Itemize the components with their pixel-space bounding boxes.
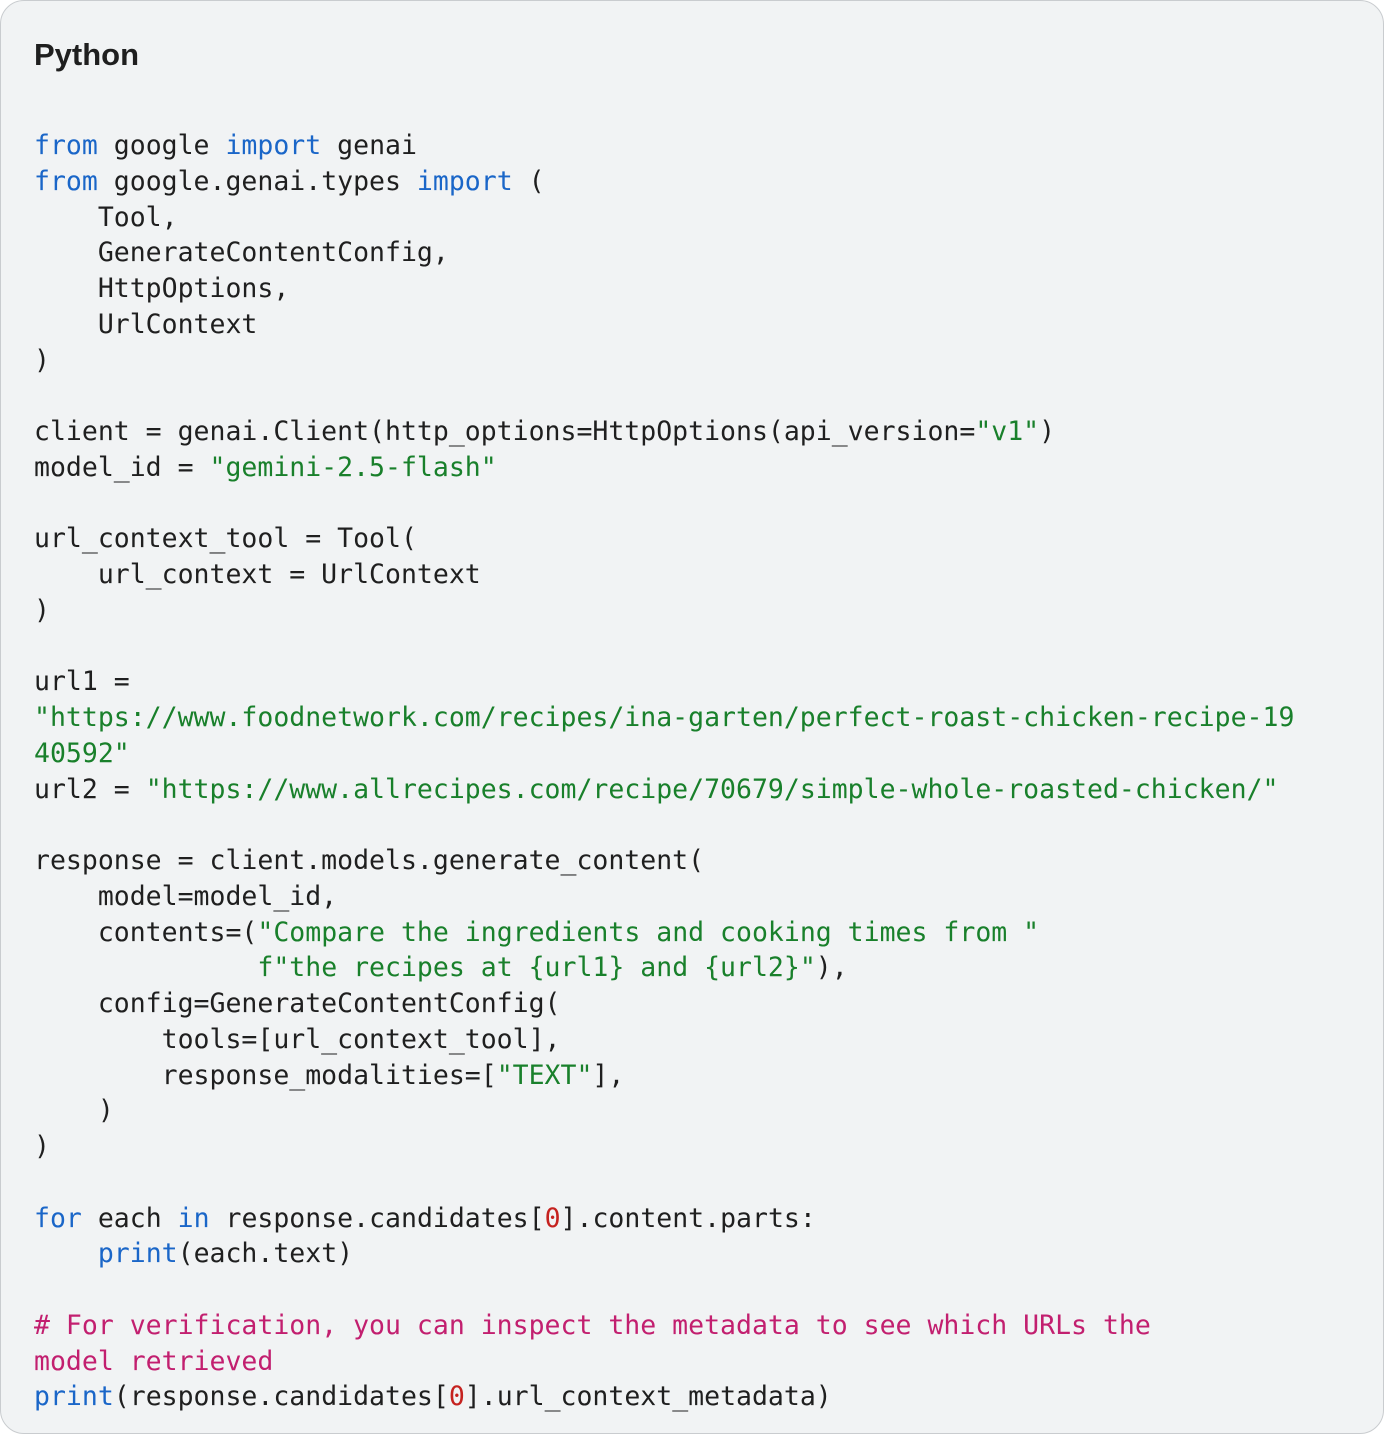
keyword-token: import: [225, 130, 322, 161]
code-line: for each in response.candidates[0].conte…: [34, 1201, 1294, 1237]
string-token: "Compare the ingredients and cooking tim…: [257, 916, 1040, 948]
code-token: Tool,: [34, 201, 178, 233]
code-line: contents=("Compare the ingredients and c…: [34, 915, 1294, 951]
code-line: ): [34, 343, 1294, 379]
code-line: response = client.models.generate_conten…: [34, 843, 1294, 879]
code-line: GenerateContentConfig,: [34, 235, 1294, 271]
code-line: UrlContext: [34, 307, 1294, 343]
code-token: ],: [592, 1059, 625, 1091]
code-line: [34, 1165, 1294, 1201]
code-token: ): [34, 1131, 50, 1162]
code-line: HttpOptions,: [34, 271, 1294, 307]
keyword-token: for: [34, 1202, 82, 1234]
code-line: Tool,: [34, 200, 1294, 236]
code-token: model=model_id,: [34, 880, 338, 912]
code-token: each: [81, 1202, 178, 1234]
code-line: model retrieved: [34, 1344, 1294, 1380]
number-token: 0: [448, 1381, 465, 1413]
code-token: url_context_tool = Tool(: [34, 523, 417, 555]
code-token: ): [34, 594, 50, 626]
string-token: "https://www.allrecipes.com/recipe/70679…: [145, 773, 1279, 805]
string-token: "TEXT": [496, 1059, 593, 1091]
code-line: url_context_tool = Tool(: [34, 521, 1294, 557]
code-token: client = genai.Client(http_options=HttpO…: [34, 416, 976, 447]
code-token: ): [34, 1095, 114, 1127]
code-token: ): [34, 344, 50, 376]
code-line: from google import genai: [34, 128, 1294, 164]
code-token: google: [97, 130, 226, 161]
code-token: HttpOptions,: [34, 273, 290, 304]
keyword-token: in: [177, 1202, 210, 1234]
code-token: contents=(: [34, 916, 258, 948]
code-token: [34, 1238, 98, 1269]
code-token: response_modalities=[: [34, 1059, 497, 1091]
code-line: f"the recipes at {url1} and {url2}"),: [34, 950, 1294, 986]
string-token: "v1": [975, 416, 1040, 447]
code-line: config=GenerateContentConfig(: [34, 986, 1294, 1022]
code-token: ): [1039, 416, 1056, 447]
code-token: (each.text): [177, 1238, 354, 1270]
code-token: url2 =: [34, 773, 146, 805]
code-line: url1 =: [34, 664, 1294, 700]
code-line: 40592": [34, 736, 1294, 772]
code-token: config=GenerateContentConfig(: [34, 988, 561, 1019]
code-line: response_modalities=["TEXT"],: [34, 1058, 1294, 1094]
code-token: tools=[url_context_tool],: [34, 1023, 561, 1055]
code-line: print(response.candidates[0].url_context…: [34, 1379, 1294, 1415]
code-line: [34, 486, 1294, 522]
code-line: ): [34, 1093, 1294, 1129]
code-token: response.candidates[: [209, 1202, 545, 1234]
code-line: tools=[url_context_tool],: [34, 1022, 1294, 1058]
code-line: [34, 1272, 1294, 1308]
code-token: [34, 952, 257, 983]
code-token: ].content.parts:: [560, 1202, 816, 1234]
keyword-token: from: [34, 165, 98, 197]
keyword-token: from: [34, 130, 98, 161]
code-token: url1 =: [34, 666, 130, 698]
code-token: genai: [321, 130, 417, 161]
comment-token: # For verification, you can inspect the …: [34, 1309, 1151, 1341]
code-line: url_context = UrlContext: [34, 557, 1294, 593]
keyword-token: print: [97, 1238, 178, 1270]
comment-token: model retrieved: [34, 1345, 274, 1377]
code-line: client = genai.Client(http_options=HttpO…: [34, 414, 1294, 450]
string-token: "gemini-2.5-flash": [209, 451, 497, 483]
code-token: response = client.models.generate_conten…: [34, 845, 705, 876]
code-token: GenerateContentConfig,: [34, 237, 449, 269]
code-token: google.genai.types: [97, 165, 417, 197]
string-token: 40592": [34, 737, 130, 769]
code-line: model_id = "gemini-2.5-flash": [34, 450, 1294, 486]
code-token: ),: [815, 952, 848, 984]
code-line: ): [34, 1129, 1294, 1165]
code-token: url_context = UrlContext: [34, 559, 481, 590]
code-line: url2 = "https://www.allrecipes.com/recip…: [34, 772, 1294, 808]
code-line: print(each.text): [34, 1236, 1294, 1272]
string-token: "https://www.foodnetwork.com/recipes/ina…: [34, 702, 1295, 733]
code-line: # For verification, you can inspect the …: [34, 1308, 1294, 1344]
code-line: ): [34, 593, 1294, 629]
code-token: ].url_context_metadata): [464, 1381, 832, 1413]
code-line: "https://www.foodnetwork.com/recipes/ina…: [34, 700, 1294, 736]
code-line: model=model_id,: [34, 879, 1294, 915]
code-line: [34, 629, 1294, 665]
language-label: Python: [34, 37, 140, 72]
code-line: [34, 378, 1294, 414]
string-token: f"the recipes at {url1} and {url2}": [257, 952, 816, 984]
code-line: [34, 807, 1294, 843]
number-token: 0: [544, 1202, 561, 1234]
keyword-token: print: [34, 1381, 114, 1413]
code-token: (: [512, 165, 545, 197]
keyword-token: import: [416, 165, 513, 197]
code-token: UrlContext: [34, 308, 258, 340]
code-token: model_id =: [34, 451, 210, 483]
code-token: (response.candidates[: [113, 1381, 449, 1413]
code-line: from google.genai.types import (: [34, 164, 1294, 200]
